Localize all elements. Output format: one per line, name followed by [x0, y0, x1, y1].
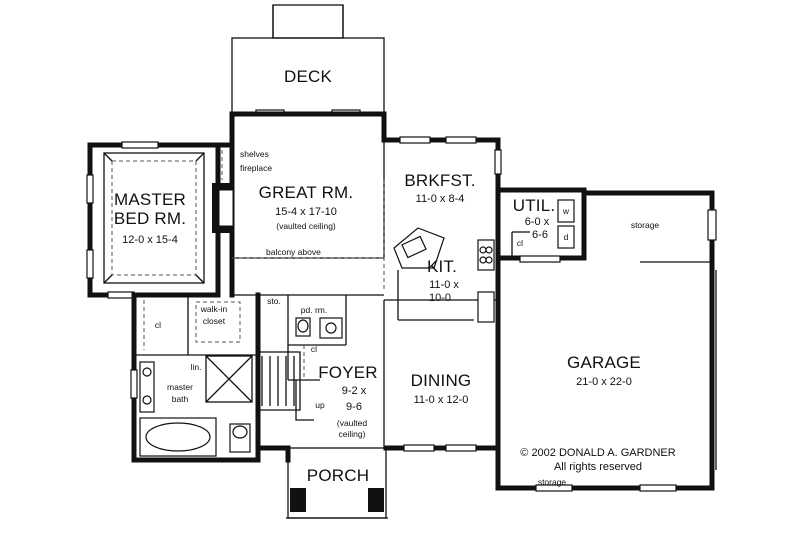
washer-label: w: [562, 206, 570, 216]
great-room-dims: 15-4 x 17-10: [275, 206, 337, 218]
porch-label: PORCH: [307, 466, 369, 485]
porch: [286, 447, 388, 519]
stairs-up-label: up: [315, 400, 325, 410]
dining-dims: 11-0 x 12-0: [414, 394, 469, 406]
util-dims-1: 6-0 x: [525, 216, 550, 228]
foyer-dims-1: 9-2 x: [342, 385, 367, 397]
deck: [231, 4, 385, 116]
garage: [495, 187, 717, 492]
foyer-label: FOYER: [318, 363, 378, 382]
walk-in-closet-label-1: walk-in: [200, 304, 228, 314]
fireplace-label: fireplace: [240, 163, 272, 173]
brkfst-label: BRKFST.: [404, 171, 475, 190]
master-bed-label-2: BED RM.: [114, 209, 186, 228]
copyright-line-2: All rights reserved: [554, 461, 642, 473]
garage-dims: 21-0 x 22-0: [576, 376, 632, 388]
walk-in-closet-label-2: closet: [203, 316, 226, 326]
master-bath-label-1: master: [167, 382, 193, 392]
copyright-line-1: © 2002 DONALD A. GARDNER: [520, 447, 675, 459]
brkfst-dims: 11-0 x 8-4: [416, 193, 465, 205]
util-closet-label: cl: [517, 238, 523, 248]
dryer-label: d: [564, 232, 569, 242]
bed-closet-label: cl: [155, 320, 161, 330]
utility-room: [495, 187, 587, 263]
storage-top-label: storage: [631, 220, 660, 230]
master-bed-dims: 12-0 x 15-4: [122, 234, 178, 246]
foyer-area: [258, 317, 343, 421]
master-bedroom: [86, 141, 221, 299]
kitchen-dims-2: 10-0: [429, 292, 451, 304]
powder-room-label: pd. rm.: [301, 305, 327, 315]
storage-sto-label: sto.: [267, 296, 281, 306]
garage-label: GARAGE: [567, 353, 641, 372]
foyer-dims-2: 9-6: [346, 401, 362, 413]
dining-label: DINING: [411, 371, 472, 390]
util-dims-2: 6-6: [532, 229, 548, 241]
deck-label: DECK: [284, 67, 332, 86]
foyer-closet-label: cl: [311, 344, 317, 354]
util-label: UTIL.: [513, 196, 556, 215]
kitchen-counters: [393, 227, 495, 323]
kitchen-dims-1: 11-0 x: [429, 279, 459, 291]
shelves-label: shelves: [240, 149, 269, 159]
master-bath-label-2: bath: [172, 394, 189, 404]
linen-label: lin.: [191, 362, 202, 372]
fireplace: [212, 150, 234, 233]
bath-wing: [130, 295, 258, 457]
foyer-note-1: (vaulted: [337, 418, 368, 428]
foyer-note-2: ceiling): [339, 429, 366, 439]
great-room-note: (vaulted ceiling): [276, 221, 336, 231]
great-room-label: GREAT RM.: [259, 183, 354, 202]
storage-bottom-label: storage: [538, 477, 567, 487]
balcony-label: balcony above: [266, 247, 321, 257]
master-bed-label-1: MASTER: [114, 190, 186, 209]
kitchen-label: KIT.: [427, 257, 457, 276]
